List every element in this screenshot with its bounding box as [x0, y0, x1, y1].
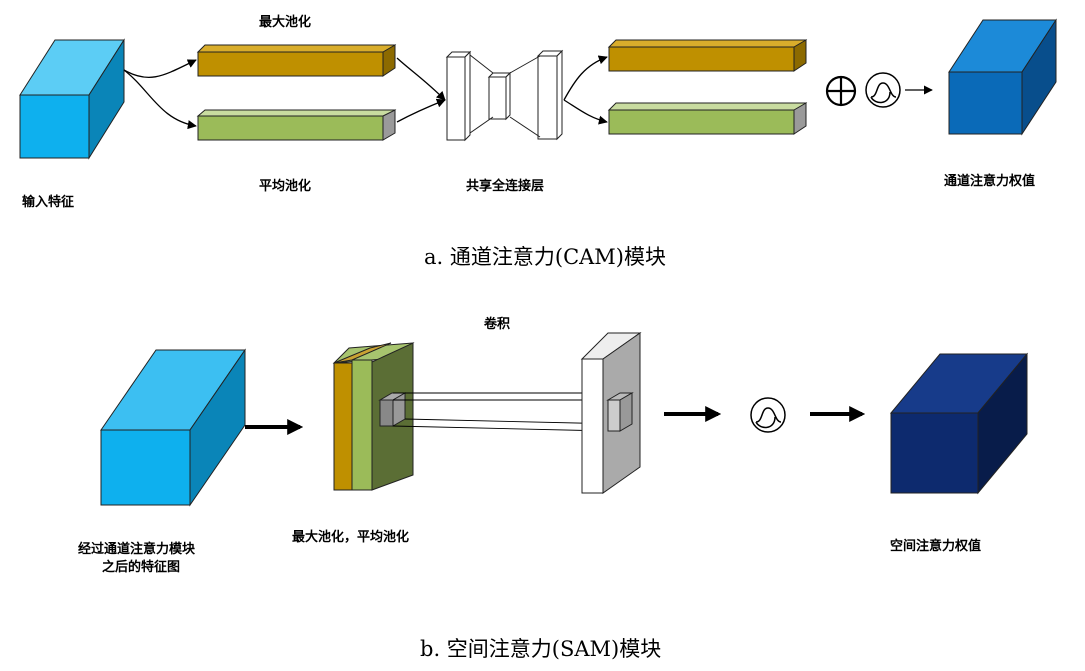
sigmoid-icon [750, 397, 786, 433]
sam-pool-maps [332, 342, 415, 491]
cam-caption: a. 通道注意力(CAM)模块 [424, 245, 666, 269]
sam-caption: b. 空间注意力(SAM)模块 [420, 637, 662, 661]
sam-pool-label: 最大池化，平均池化 [292, 530, 410, 545]
cam-output-cube [948, 18, 1057, 136]
cam-out-avg-bar [607, 102, 808, 135]
circle-plus-icon [825, 75, 857, 107]
cam-max-pool-bar [196, 44, 397, 77]
sam-conv-plane [580, 332, 642, 494]
cam-shared-fc [445, 49, 564, 142]
sam-output-cube [889, 352, 1029, 495]
sam-conv-label: 卷积 [484, 317, 511, 332]
cam-output-label: 通道注意力权值 [944, 174, 1036, 189]
cam-arrow-max-to-fc [396, 57, 446, 101]
cam-avg-pool-bar [196, 109, 397, 141]
cam-arrow-fc-to-avg [563, 99, 608, 125]
cam-shared-fc-label: 共享全连接层 [466, 179, 545, 194]
sam-input-cube [100, 348, 246, 507]
cam-arrow-to-avg [123, 69, 197, 130]
sam-input-label-line1: 经过通道注意力模块 [78, 542, 196, 557]
sam-input-label-line2: 之后的特征图 [102, 560, 181, 575]
sam-output-label: 空间注意力权值 [890, 539, 982, 554]
cam-arrow-to-max [123, 59, 197, 78]
cam-out-max-bar [607, 39, 808, 72]
cam-input-cube [19, 38, 125, 160]
cam-arrow-avg-to-fc [396, 98, 446, 123]
cam-avg-pool-label: 平均池化 [259, 179, 312, 194]
cam-max-pool-label: 最大池化 [259, 15, 312, 30]
cam-input-label: 输入特征 [22, 195, 75, 210]
cam-arrow-fc-to-max [563, 55, 608, 101]
sigmoid-icon [865, 72, 901, 108]
